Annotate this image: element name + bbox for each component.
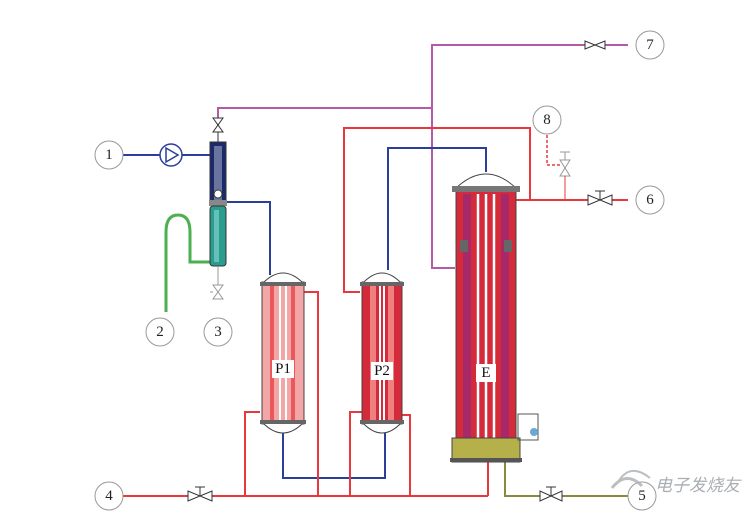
p2-label-bg (371, 362, 393, 380)
node-label-7: 7 (646, 37, 654, 53)
node-3: 3 (203, 317, 233, 347)
node-1: 1 (94, 140, 124, 170)
feed-pump[interactable] (159, 143, 183, 167)
vessel-label-p1: P1 (275, 361, 291, 377)
valve-separator-drain[interactable] (210, 266, 224, 300)
node-6: 6 (635, 185, 665, 215)
feed-separator (209, 141, 227, 267)
vessel-label-e: E (481, 365, 490, 381)
vessel-p1 (260, 272, 306, 434)
valve-line-5[interactable] (539, 486, 563, 502)
vessel-label-p2: P2 (374, 363, 390, 379)
node-label-2: 2 (156, 324, 164, 340)
node-4: 4 (94, 481, 124, 511)
valve-separator-top[interactable] (212, 117, 224, 142)
node-label-3: 3 (214, 324, 222, 340)
valve-line-7[interactable] (584, 40, 606, 50)
heating-lines (123, 127, 628, 497)
node-label-1: 1 (105, 147, 113, 163)
node-5: 5 (627, 481, 657, 511)
valve-line-6[interactable] (587, 190, 613, 206)
node-label-4: 4 (105, 488, 113, 504)
valve-line-4[interactable] (187, 486, 213, 502)
evaporator-e (450, 173, 539, 463)
node-2: 2 (145, 317, 175, 347)
vessel-p2 (360, 272, 404, 434)
watermark-text: 电子发烧友 (655, 476, 742, 496)
node-label-5: 5 (638, 488, 646, 504)
node-8: 8 (532, 105, 562, 135)
watermark: 电子发烧友 (610, 470, 742, 496)
node-label-6: 6 (646, 192, 654, 208)
line-8 (546, 135, 560, 166)
node-label-8: 8 (543, 112, 551, 128)
feed-line-2 (164, 213, 212, 312)
feed-line-1 (123, 147, 487, 479)
vent-line (217, 44, 628, 269)
e-label-bg (476, 364, 496, 382)
node-7: 7 (635, 30, 665, 60)
bottoms-line (504, 460, 628, 497)
valve-line-8[interactable] (559, 151, 571, 200)
p1-label-bg (272, 360, 294, 378)
